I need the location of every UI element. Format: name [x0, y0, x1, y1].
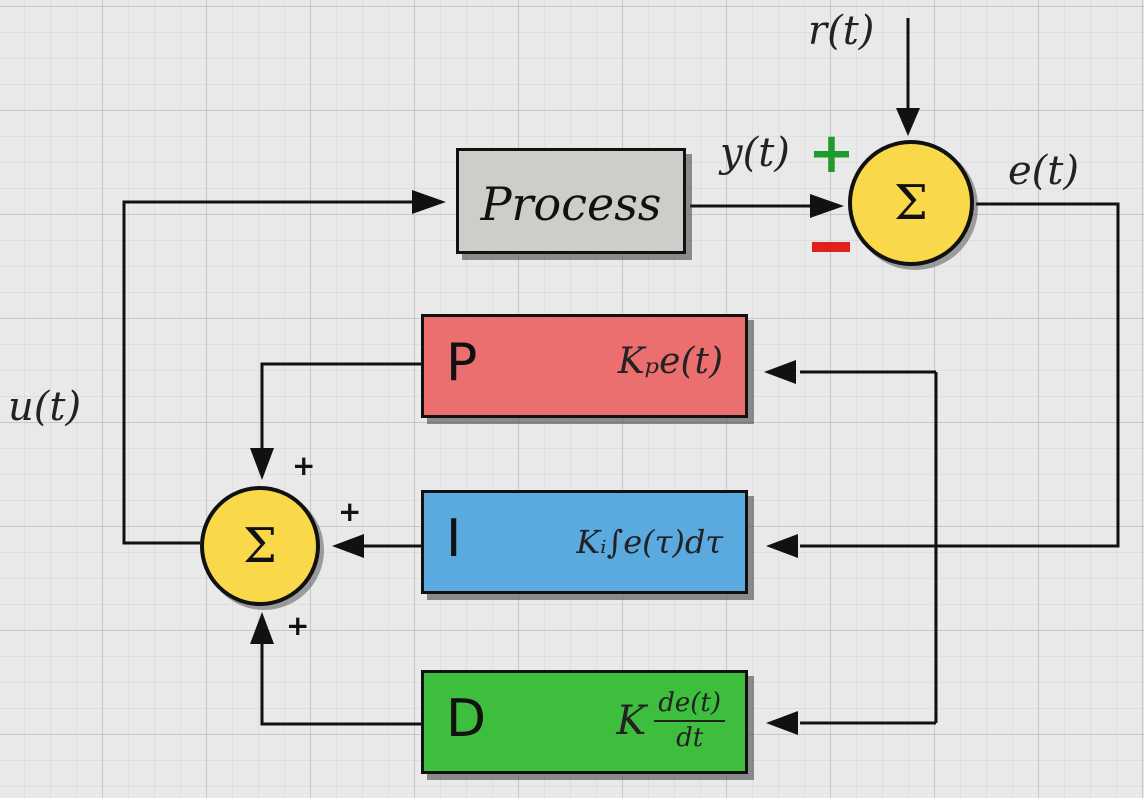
process-label: Process — [480, 177, 662, 231]
derivative-fraction: de(t) dt — [654, 689, 725, 752]
sigma-symbol: Σ — [894, 175, 928, 231]
i-plus-sign: + — [338, 495, 362, 528]
arrowhead-d-input — [766, 711, 798, 735]
feedback-minus-sign — [812, 242, 850, 252]
d-plus-sign: + — [286, 609, 310, 642]
control-wire — [122, 200, 412, 545]
process-block: Process — [456, 148, 686, 254]
error-wire — [800, 202, 1120, 548]
arrowhead-i-output — [332, 534, 364, 558]
arrowhead-p-input — [764, 360, 796, 384]
derivative-formula: K de(t) dt — [616, 689, 725, 752]
reference-signal-label: r(t) — [808, 8, 875, 54]
fraction-numerator: de(t) — [654, 689, 725, 722]
arrowhead-reference — [896, 108, 920, 136]
p-output-wire — [260, 362, 421, 448]
integral-formula: Kᵢ∫e(τ)dτ — [576, 523, 723, 561]
setpoint-plus-sign: + — [808, 121, 855, 186]
d-output-wire — [260, 644, 421, 726]
control-signal-label: u(t) — [8, 384, 82, 430]
error-summing-junction: Σ — [848, 140, 974, 266]
control-summing-junction: Σ — [200, 486, 320, 606]
arrowhead-control — [412, 190, 446, 214]
arrowhead-output — [810, 194, 844, 218]
arrowhead-d-output — [250, 612, 274, 644]
p-plus-sign: + — [292, 449, 316, 482]
proportional-block: P Kₚe(t) — [421, 314, 748, 418]
proportional-formula: Kₚe(t) — [617, 341, 723, 382]
fraction-denominator: dt — [676, 722, 704, 753]
arrowhead-i-input — [766, 534, 798, 558]
proportional-letter: P — [446, 333, 478, 393]
arrowhead-p-output — [250, 448, 274, 480]
derivative-gain: K — [616, 697, 647, 744]
derivative-letter: D — [446, 689, 487, 749]
output-signal-label: y(t) — [720, 130, 790, 176]
integral-block: I Kᵢ∫e(τ)dτ — [421, 490, 748, 594]
derivative-block: D K de(t) dt — [421, 670, 748, 774]
integral-letter: I — [446, 509, 462, 569]
error-signal-label: e(t) — [1008, 148, 1079, 194]
sigma-symbol: Σ — [243, 518, 277, 574]
